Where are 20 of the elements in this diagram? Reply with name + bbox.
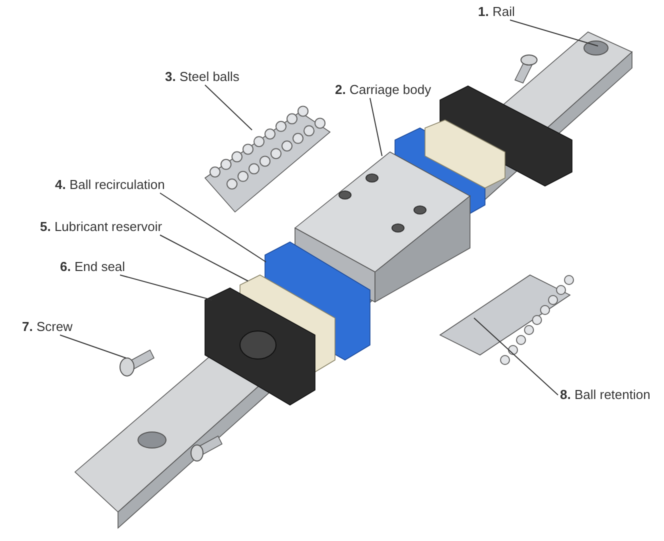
part-label: 1. Rail — [478, 4, 515, 20]
part-label: 3. Steel balls — [165, 69, 240, 85]
part-label: 6. End seal — [60, 259, 126, 275]
part-label: 7. Screw — [22, 319, 73, 335]
part-label: 5. Lubricant reservoir — [40, 219, 162, 235]
carriage-body-part — [294, 152, 471, 303]
leader-line — [510, 20, 598, 46]
part-label: 8. Ball retention — [560, 387, 650, 403]
leader-line — [160, 192, 266, 262]
ball-retention-part — [439, 274, 574, 365]
leader-line — [60, 334, 126, 358]
leader-line — [204, 84, 252, 130]
leader-line — [160, 234, 248, 282]
part-label: 4. Ball recirculation — [55, 177, 165, 193]
screw-part — [120, 349, 155, 376]
steel-balls-part — [204, 106, 331, 213]
leader-line — [120, 274, 212, 300]
leader-line — [474, 318, 558, 396]
leader-line — [370, 98, 382, 156]
part-label: 2. Carriage body — [335, 82, 432, 98]
